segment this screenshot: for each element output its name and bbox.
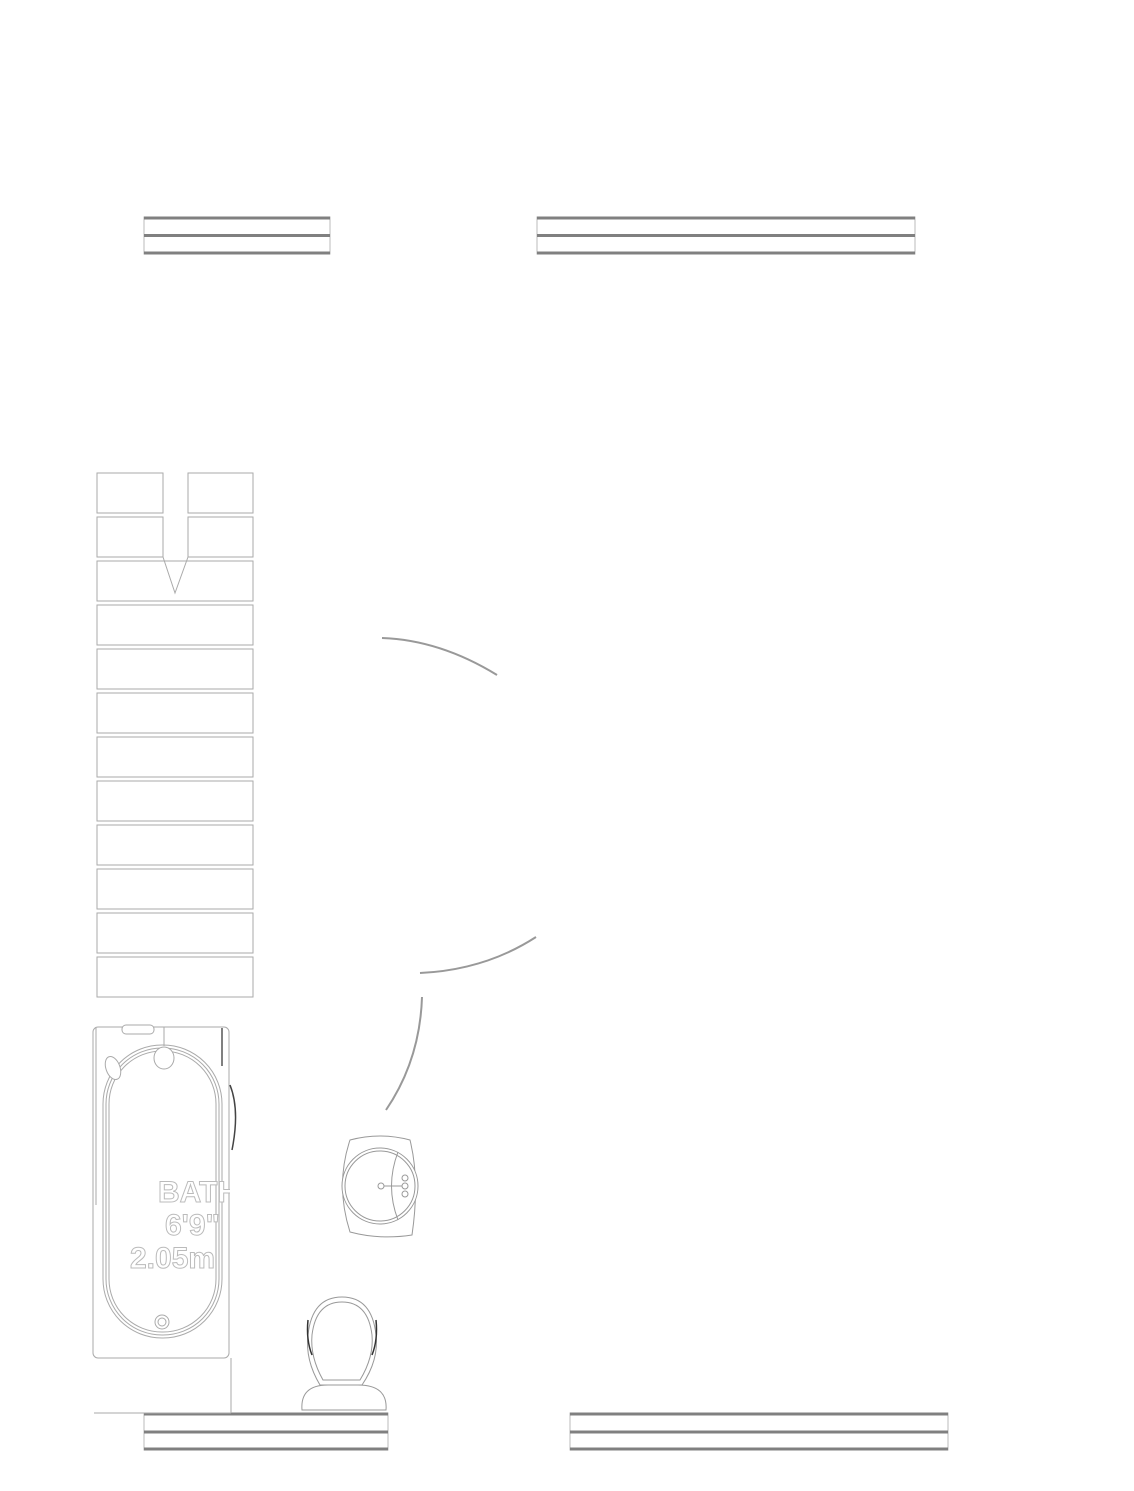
overflow-icon <box>104 1055 122 1081</box>
bath-label: BATH <box>158 1176 239 1209</box>
sink <box>341 1135 419 1238</box>
window-top-left <box>143 216 331 255</box>
toilet <box>301 1296 387 1411</box>
window-bottom-left <box>143 1412 389 1451</box>
stair-direction-arrow <box>162 556 189 595</box>
sink-drain-icon <box>377 1182 385 1190</box>
bathtub: BATH 6'9" 2.05m <box>92 1024 239 1414</box>
window-top-right <box>536 216 916 255</box>
bath-tap <box>153 1046 175 1070</box>
bath-length-metric: 2.05m <box>130 1242 215 1275</box>
bath-length-imperial: 6'9" <box>165 1209 220 1242</box>
staircase <box>96 472 254 998</box>
window-bottom-right <box>569 1412 949 1451</box>
door-swing-arcs <box>381 637 537 1111</box>
